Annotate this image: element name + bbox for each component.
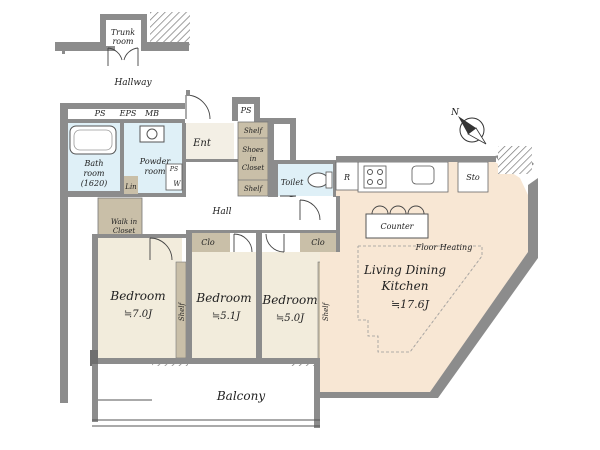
island-counter — [365, 213, 429, 239]
hall-label: Hall — [212, 207, 232, 217]
trunk-room-area — [55, 12, 190, 66]
mb-label: MB — [144, 109, 159, 118]
eps-label: EPS — [119, 109, 137, 118]
ldk-size: ≒17.6J — [391, 298, 430, 311]
bath-label-3: (1620) — [81, 179, 108, 188]
bedroom-3-floor — [262, 252, 320, 360]
compass — [458, 116, 487, 145]
ldk-floor — [320, 162, 528, 392]
w-label: W — [173, 180, 181, 188]
sto-label: Sto — [466, 173, 480, 182]
wet-area — [68, 123, 338, 213]
balcony-label: Balcony — [216, 389, 265, 403]
ps-small-label: PS — [169, 166, 178, 173]
floor-heating-label: Floor Heating — [415, 243, 473, 252]
service-strip — [60, 97, 296, 403]
walk-in-closet — [97, 197, 143, 239]
bedroom-2-label: Bedroom — [195, 291, 251, 305]
bedroom-2-size: ≒5.1J — [212, 311, 241, 322]
bedroom-3-size: ≒5.0J — [276, 313, 305, 324]
shelf-ent-bottom-label: Shelf — [244, 185, 264, 193]
closet-3-label: Clo — [311, 238, 325, 247]
toilet-bowl — [307, 172, 329, 188]
shoes-label-3: Closet — [242, 164, 265, 172]
bath-label-2: room — [83, 169, 104, 178]
closet-3 — [300, 232, 336, 252]
shoes-label-1: Shoes — [242, 146, 264, 154]
bath-label-1: Bath — [83, 159, 103, 168]
shelf-ent-top-label: Shelf — [244, 127, 264, 135]
walk-in-closet-label-2: Closet — [113, 227, 136, 235]
r-label: R — [343, 173, 350, 182]
lin-label: Lin — [124, 183, 137, 191]
ldk-area — [320, 146, 538, 398]
closet-2-label: Clo — [201, 238, 215, 247]
shoes-label-2: in — [250, 155, 257, 163]
powder-label-1: Powder — [139, 157, 172, 166]
bedroom-1-size: ≒7.0J — [124, 309, 153, 320]
bathtub — [69, 125, 117, 155]
closet-2 — [190, 232, 230, 252]
washbasin — [139, 125, 165, 143]
ent-label: Ent — [192, 138, 212, 149]
powder-label-2: room — [144, 167, 165, 176]
storage-box — [457, 161, 489, 193]
bedroom-3-label: Bedroom — [261, 293, 317, 307]
bedroom-1-label: Bedroom — [109, 289, 165, 303]
bedroom-2-floor — [190, 252, 256, 360]
hallway-label: Hallway — [113, 78, 152, 88]
ps-top-label: PS — [94, 109, 106, 118]
trunk-room-label-2: room — [112, 37, 133, 46]
toilet-label: Toilet — [281, 178, 304, 187]
entrance-area — [185, 90, 274, 200]
shoes-closet — [237, 121, 269, 197]
shelf-b1-label: Shelf — [178, 301, 186, 321]
counter-label: Counter — [380, 222, 414, 231]
shelf-b3-label: Shelf — [322, 301, 330, 321]
balcony-area — [92, 364, 320, 428]
ldk-label-2: Kitchen — [381, 279, 429, 293]
hall-area — [68, 197, 338, 239]
bedroom-1-floor — [98, 238, 182, 360]
trunk-room-label-1: Trunk — [111, 28, 135, 37]
walk-in-closet-label-1: Walk in — [111, 218, 138, 226]
compass-n-label: N — [450, 108, 460, 118]
labels: Trunk room Hallway PS EPS MB PS Ent Bath… — [81, 28, 480, 403]
ps-right-label: PS — [240, 106, 252, 115]
ldk-label-1: Living Dining — [363, 263, 446, 277]
